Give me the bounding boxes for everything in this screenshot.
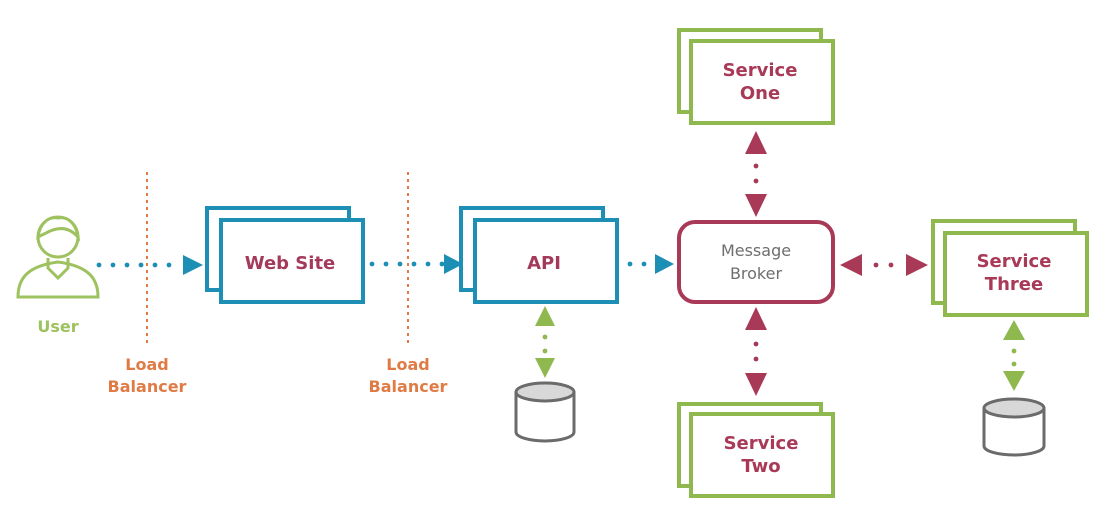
service-two-label-line2: Two — [741, 456, 780, 477]
web-site-node: Web Site — [205, 206, 365, 304]
message-broker-node: Message Broker — [677, 220, 835, 304]
connector-broker-to-service-two — [745, 307, 767, 396]
service-one-label-line2: One — [740, 83, 780, 104]
load-balancer-2-label-line1: Load — [386, 355, 429, 374]
arrow-head-icon — [745, 131, 767, 154]
load-balancer-2-label-line2: Balancer — [369, 377, 448, 396]
arrow-head-icon — [1003, 371, 1025, 391]
message-broker-label-line2: Broker — [730, 264, 783, 283]
user-label: User — [37, 317, 78, 336]
arrow-head-icon — [183, 255, 203, 275]
arrow-head-icon — [906, 254, 928, 276]
service-three-node: Service Three — [931, 219, 1089, 317]
arrow-head-icon — [745, 373, 767, 396]
connector-api-to-broker — [627, 254, 674, 274]
api-node: API — [459, 206, 619, 304]
load-balancer-2: Load Balancer — [369, 172, 448, 396]
service-three-label-line2: Three — [985, 274, 1043, 295]
connector-service-three-to-database — [1003, 320, 1025, 391]
user-icon — [16, 215, 100, 299]
arrow-head-icon — [655, 254, 674, 274]
arrow-head-icon — [1003, 320, 1025, 340]
connector-broker-to-service-three — [840, 254, 928, 276]
arrow-head-icon — [444, 254, 463, 274]
api-label: API — [527, 253, 561, 274]
load-balancer-1-label-line2: Balancer — [108, 377, 187, 396]
arrow-head-icon — [535, 306, 555, 326]
connector-user-to-website — [96, 255, 203, 275]
service-one-node: Service One — [677, 28, 835, 125]
message-broker-label-line1: Message — [721, 241, 791, 260]
arrow-head-icon — [745, 307, 767, 330]
arrow-head-icon — [840, 254, 862, 276]
connector-website-to-api — [369, 254, 463, 274]
database-icon — [982, 397, 1046, 457]
database-icon — [514, 381, 576, 443]
arrow-head-icon — [535, 358, 555, 378]
connector-api-to-database — [535, 306, 555, 378]
load-balancer-1-label-line1: Load — [125, 355, 168, 374]
service-two-node: Service Two — [677, 402, 835, 498]
service-three-label-line1: Service — [977, 251, 1052, 272]
web-site-label: Web Site — [245, 253, 336, 274]
connector-broker-to-service-one — [745, 131, 767, 217]
service-two-label-line1: Service — [724, 433, 799, 454]
load-balancer-1: Load Balancer — [108, 172, 187, 396]
arrow-head-icon — [745, 194, 767, 217]
user-node: User — [16, 215, 100, 336]
service-one-label-line1: Service — [723, 60, 798, 81]
